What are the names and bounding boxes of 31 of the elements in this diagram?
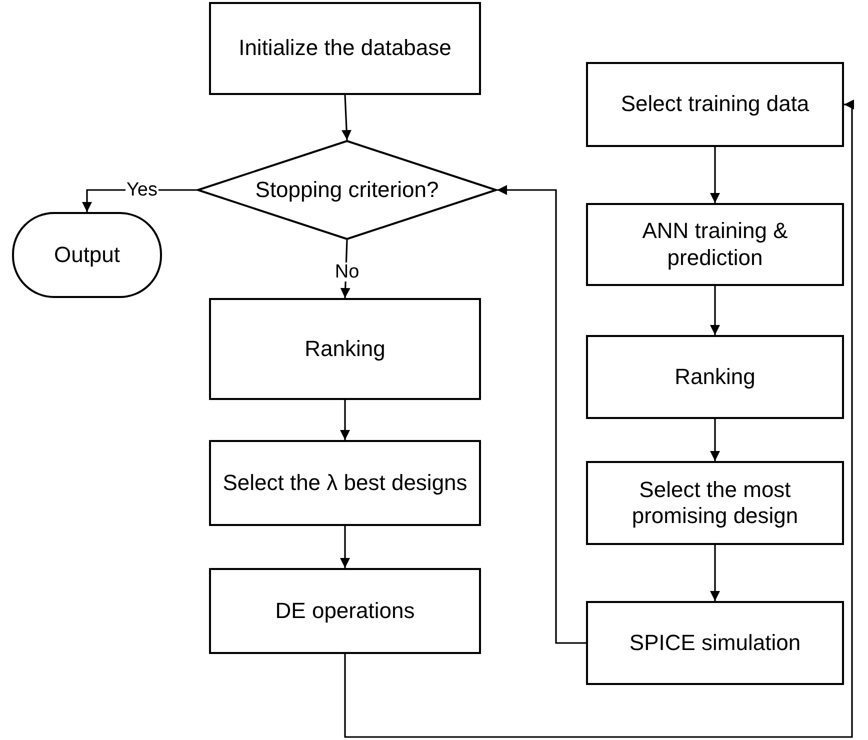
node-text: Stopping criterion? (254, 176, 440, 204)
decision-diamond (197, 140, 497, 240)
node-text: Output (52, 242, 122, 268)
process-box (209, 440, 481, 526)
arrow (497, 185, 586, 644)
node-text: SPICE simulation (628, 630, 802, 656)
arrow (340, 526, 350, 568)
arrow (340, 400, 350, 440)
process-box (586, 461, 844, 545)
arrow (710, 545, 720, 601)
process-box (209, 298, 481, 400)
arrow (710, 286, 720, 335)
node-text: Select training data (620, 91, 810, 118)
arrow (342, 94, 352, 140)
node-text: Select the λ best designs (222, 470, 468, 496)
edge-label: No (334, 262, 360, 282)
arrow (710, 419, 720, 461)
node-text: ANN training & prediction (641, 218, 789, 271)
process-box (586, 335, 844, 419)
node-text: Ranking (304, 336, 386, 362)
process-box (209, 2, 481, 95)
process-box (586, 62, 844, 147)
node-text: Select the most promising design (630, 476, 800, 530)
arrow (344, 100, 854, 738)
node-text: DE operations (274, 598, 416, 624)
process-box (586, 203, 844, 286)
node-text: Ranking (674, 364, 756, 390)
process-box (209, 568, 481, 654)
arrow (710, 147, 720, 203)
process-box (586, 601, 844, 685)
node-text: Initialize the database (238, 35, 452, 62)
